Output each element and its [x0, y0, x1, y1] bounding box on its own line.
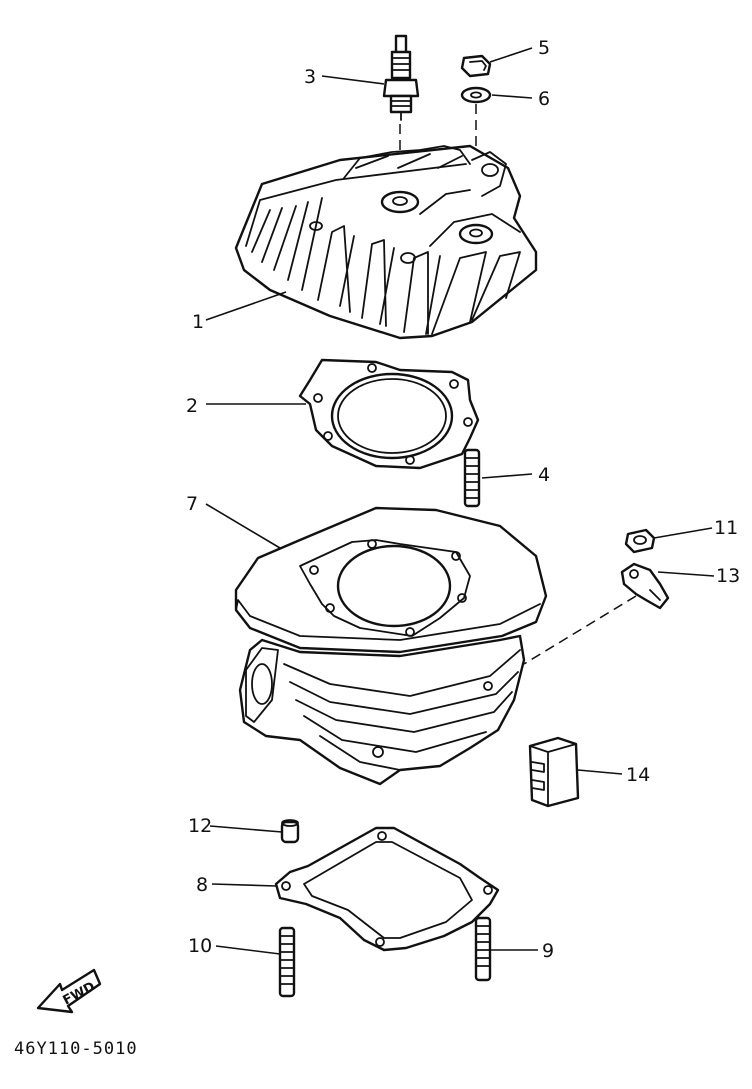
callout-13: 13: [716, 565, 740, 587]
damper-block-part: [528, 736, 580, 808]
leader-lines: [205, 47, 715, 955]
spark-plug-part: [382, 34, 420, 121]
callout-12: 12: [188, 815, 212, 837]
stud-left-part: [278, 926, 296, 998]
callout-14: 14: [626, 764, 650, 786]
cylinder-part: [234, 506, 548, 786]
dowel-pin-part: [280, 819, 300, 844]
cylinder-head-part: [234, 144, 538, 340]
callout-8: 8: [196, 874, 208, 896]
callout-2: 2: [186, 395, 198, 417]
head-gasket-part: [298, 358, 480, 470]
callout-3: 3: [304, 66, 316, 88]
stud-upper-part: [463, 448, 481, 508]
forward-direction-arrow: FWD: [36, 968, 102, 1014]
callout-4: 4: [538, 464, 550, 486]
stud-right-part: [474, 916, 492, 982]
bracket-plate-part: [620, 562, 670, 610]
callout-5: 5: [538, 37, 550, 59]
callout-10: 10: [188, 935, 212, 957]
callout-11: 11: [714, 517, 738, 539]
diagram-code: 46Y110-5010: [14, 1039, 138, 1059]
callout-9: 9: [542, 940, 554, 962]
bracket-axis: [523, 595, 637, 665]
washer-part: [460, 86, 492, 104]
callout-labels: 1 2 3 4 5 6 7 8 9 10 11 12 13 14: [186, 37, 740, 962]
callout-1: 1: [192, 311, 204, 333]
callout-6: 6: [538, 88, 550, 110]
callout-7: 7: [186, 493, 198, 515]
nut-part: [460, 54, 492, 78]
base-gasket-part: [274, 826, 500, 952]
flange-nut-part: [624, 528, 656, 554]
